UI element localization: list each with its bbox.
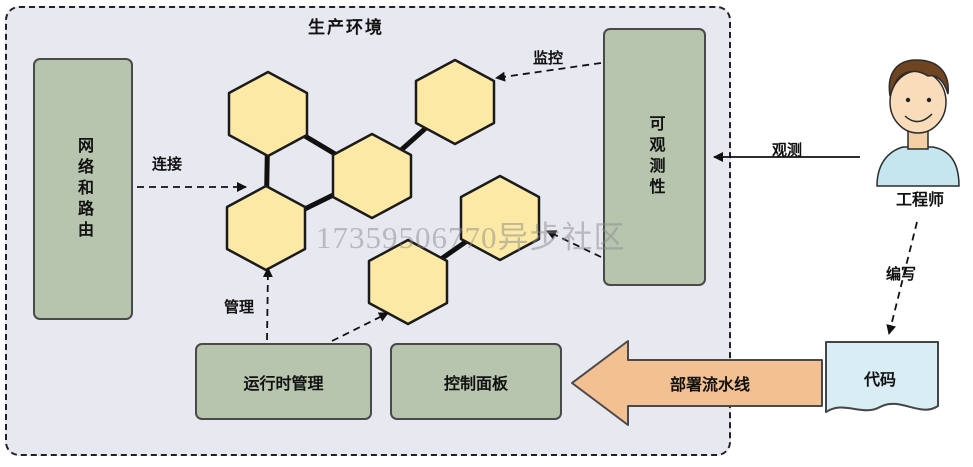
control-panel-label: 控制面板: [443, 375, 508, 393]
manage-arrow: [262, 267, 273, 341]
engineer-avatar: [876, 59, 960, 187]
engineer-head: [889, 70, 947, 134]
control-panel-box: 控制面板: [390, 343, 562, 420]
engineer-label: 工程师: [895, 192, 944, 209]
manage-arrow-2: [331, 312, 389, 342]
engineer-shirt: [876, 146, 960, 187]
hexagon-node: [459, 174, 541, 262]
diagram-title: 生产环境: [308, 18, 384, 37]
hexagon-node: [225, 184, 307, 272]
pipeline-block-arrow: [571, 340, 823, 426]
observability-label: 可观测性: [646, 115, 664, 199]
hexagon-node: [414, 58, 496, 146]
hexagon-node: [367, 238, 449, 326]
code-label: 代码: [863, 372, 896, 389]
runtime-management-box: 运行时管理: [195, 343, 372, 420]
write-arrow: [886, 221, 918, 335]
connect-label: 连接: [152, 157, 183, 173]
network-routing-box: 网络和路由: [33, 58, 133, 320]
pipeline-label: 部署流水线: [669, 377, 750, 394]
manage-label: 管理: [224, 300, 255, 316]
write-label: 编写: [886, 267, 917, 283]
monitor-arrow-2: [546, 230, 602, 258]
runtime-management-label: 运行时管理: [243, 375, 324, 393]
observe-label: 观测: [772, 143, 803, 159]
observability-box: 可观测性: [603, 28, 706, 286]
hexagon-node: [331, 132, 413, 220]
hexagon-nodes: [225, 58, 541, 326]
engineer-eye: [905, 97, 911, 103]
dashed-arrows: [137, 62, 918, 342]
hexagon-node: [227, 70, 309, 158]
monitor-label: 监控: [533, 51, 564, 67]
engineer-hair: [888, 59, 949, 97]
network-routing-label: 网络和路由: [75, 136, 92, 242]
engineer-eye: [926, 97, 932, 103]
engineer-smile: [904, 113, 933, 123]
code-document-shape: [825, 341, 939, 413]
monitor-arrow: [495, 62, 602, 82]
